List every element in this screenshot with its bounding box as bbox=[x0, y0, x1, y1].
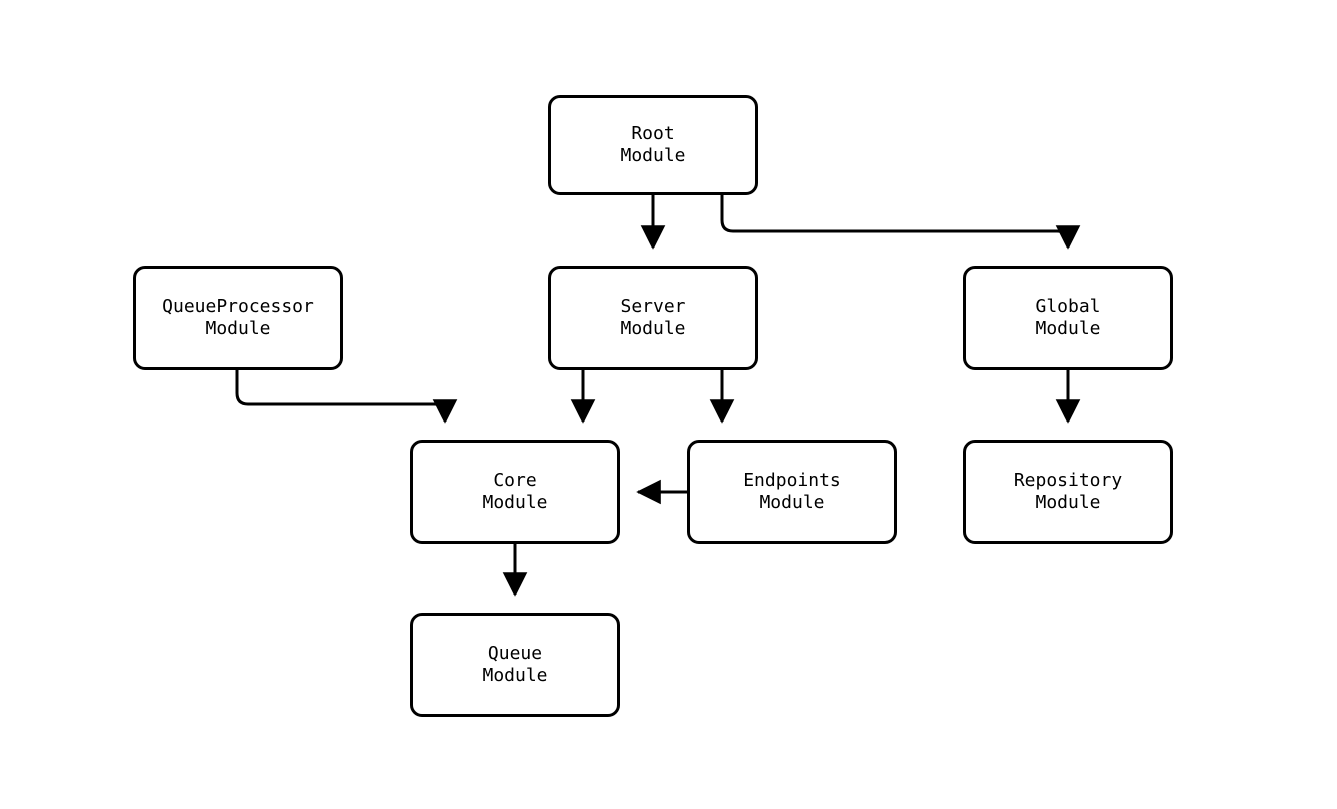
node-queueprocessor-module-label: QueueProcessor Module bbox=[162, 296, 314, 339]
node-endpoints-module-label: Endpoints Module bbox=[743, 470, 841, 513]
node-global-module-label: Global Module bbox=[1035, 296, 1101, 339]
node-endpoints-module[interactable]: Endpoints Module bbox=[687, 440, 897, 544]
node-repository-module-label: Repository Module bbox=[1013, 470, 1123, 513]
edge-queueprocessor-to-core bbox=[235, 370, 458, 424]
node-queueprocessor-module[interactable]: QueueProcessor Module bbox=[133, 266, 343, 370]
edge-root-to-global bbox=[720, 195, 1081, 250]
node-core-module[interactable]: Core Module bbox=[410, 440, 620, 544]
node-server-module-label: Server Module bbox=[620, 296, 686, 339]
node-queue-module[interactable]: Queue Module bbox=[410, 613, 620, 717]
node-root-module-label: Root Module bbox=[620, 123, 686, 166]
node-repository-module[interactable]: Repository Module bbox=[963, 440, 1173, 544]
node-queue-module-label: Queue Module bbox=[482, 643, 548, 686]
node-global-module[interactable]: Global Module bbox=[963, 266, 1173, 370]
node-root-module[interactable]: Root Module bbox=[548, 95, 758, 195]
node-core-module-label: Core Module bbox=[482, 470, 548, 513]
node-server-module[interactable]: Server Module bbox=[548, 266, 758, 370]
